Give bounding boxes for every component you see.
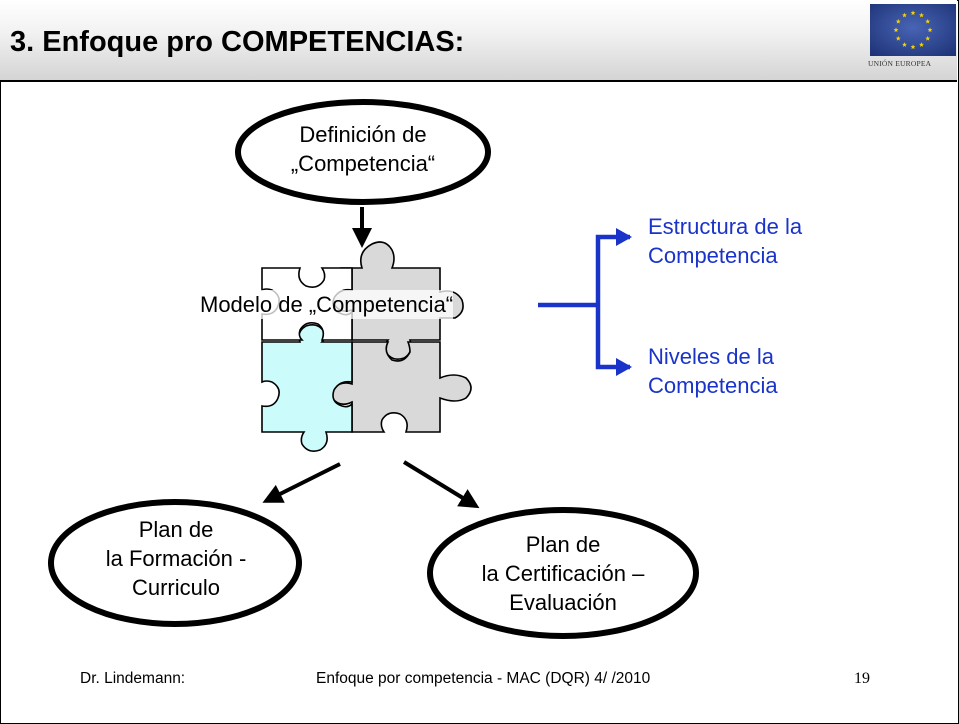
puzzle-icon [261, 241, 472, 452]
page-number: 19 [854, 670, 870, 687]
levels-line-1: Niveles de la [648, 344, 774, 369]
arrow-down-left [262, 462, 341, 503]
eu-flag-icon [870, 4, 956, 56]
eu-star-icon [910, 44, 916, 50]
certification-plan-ellipse [427, 507, 699, 639]
eu-star-icon [925, 18, 931, 24]
training-plan-ellipse [48, 499, 302, 627]
training-plan-label: Plan de la Formación - Curriculo [86, 515, 266, 602]
eu-star-icon [927, 27, 933, 33]
title-bar: 3. Enfoque pro COMPETENCIAS: [0, 0, 957, 82]
structure-line-1: Estructura de la [648, 214, 803, 239]
eu-star-icon [919, 12, 924, 18]
eu-star-icon [895, 18, 901, 24]
certification-line-1: Plan de [525, 532, 601, 557]
model-label: Modelo de „Competencia“ [200, 290, 454, 320]
arrow-down-right [402, 460, 480, 509]
branch-arrowhead-bottom [616, 358, 632, 376]
certification-line-3: Evaluación [509, 590, 617, 616]
training-line-2: la Formación - [105, 546, 247, 572]
eu-star-icon [895, 35, 901, 41]
definition-line-2: „Competencia“ [290, 151, 436, 177]
structure-line-2: Competencia [648, 243, 778, 269]
training-line-3: Curriculo [131, 575, 221, 601]
certification-plan-label: Plan de la Certificación – Evaluación [453, 530, 673, 617]
branch-connector [538, 234, 630, 370]
eu-star-icon [902, 12, 907, 18]
eu-star-icon [902, 42, 907, 47]
slide-title: 3. Enfoque pro COMPETENCIAS: [10, 26, 465, 58]
branch-arrowhead-top [616, 228, 632, 246]
structure-label: Estructura de la Competencia [648, 212, 802, 270]
levels-line-2: Competencia [648, 373, 778, 399]
eu-star-icon [919, 42, 924, 47]
footer-title: Enfoque por competencia - MAC (DQR) 4/ /… [316, 670, 651, 687]
definition-label: Definición de „Competencia“ [263, 120, 463, 178]
certification-line-2: la Certificación – [481, 561, 645, 587]
eu-star-icon [910, 10, 916, 16]
eu-star-icon [893, 27, 899, 33]
footer-author: Dr. Lindemann: [80, 670, 186, 687]
eu-star-icon [925, 35, 931, 41]
definition-line-1: Definición de [299, 122, 427, 147]
definition-ellipse [235, 99, 491, 205]
training-line-1: Plan de [138, 517, 214, 542]
eu-caption: UNIÓN EUROPEA [868, 59, 932, 68]
eu-logo: UNIÓN EUROPEA [868, 2, 958, 80]
levels-label: Niveles de la Competencia [648, 342, 778, 400]
